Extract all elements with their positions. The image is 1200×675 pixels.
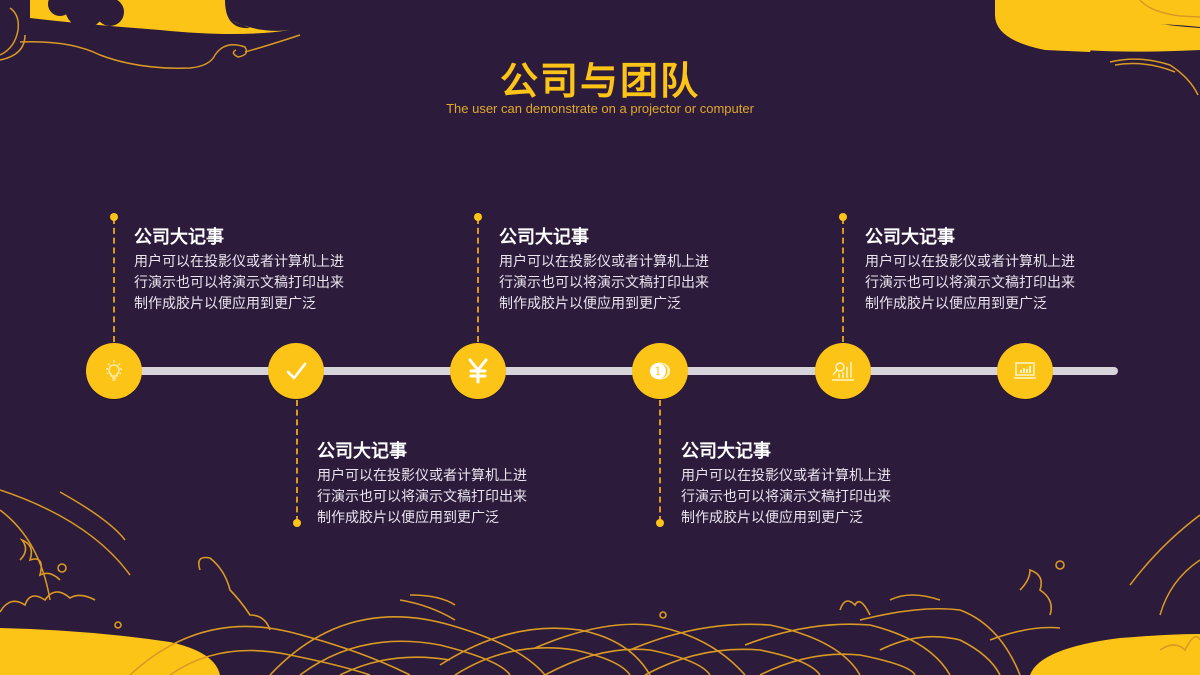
page-subtitle: The user can demonstrate on a projector … (446, 101, 754, 116)
timeline-track (100, 367, 1118, 375)
event-title: 公司大记事 (317, 441, 407, 462)
event-text-line: 行演示也可以将演示文稿打印出来 (317, 489, 527, 505)
lightbulb-icon (102, 359, 126, 383)
timeline-node-2 (268, 343, 324, 399)
event-title: 公司大记事 (134, 227, 224, 248)
event-title: 公司大记事 (681, 441, 771, 462)
event-text-line: 制作成胶片以便应用到更广泛 (134, 296, 316, 312)
event-text-line: 行演示也可以将演示文稿打印出来 (865, 275, 1075, 291)
timeline-node-3 (450, 343, 506, 399)
event-text-line: 制作成胶片以便应用到更广泛 (499, 296, 681, 312)
event-card-2: 公司大记事 用户可以在投影仪或者计算机上进 行演示也可以将演示文稿打印出来 制作… (317, 440, 577, 529)
connector-line (477, 218, 479, 342)
event-card-3: 公司大记事 用户可以在投影仪或者计算机上进 行演示也可以将演示文稿打印出来 制作… (499, 226, 759, 315)
event-text-line: 制作成胶片以便应用到更广泛 (681, 510, 863, 526)
event-text-line: 行演示也可以将演示文稿打印出来 (134, 275, 344, 291)
timeline-node-5 (815, 343, 871, 399)
event-text-line: 用户可以在投影仪或者计算机上进 (134, 254, 344, 270)
event-text-line: 用户可以在投影仪或者计算机上进 (499, 254, 709, 270)
coins-icon: 1 (647, 361, 673, 381)
checkmark-icon (284, 359, 308, 383)
connector-line (659, 400, 661, 522)
event-text-line: 行演示也可以将演示文稿打印出来 (681, 489, 891, 505)
connector-dot (839, 213, 847, 221)
event-card-4: 公司大记事 用户可以在投影仪或者计算机上进 行演示也可以将演示文稿打印出来 制作… (681, 440, 941, 529)
event-text-line: 用户可以在投影仪或者计算机上进 (681, 468, 891, 484)
timeline-node-1 (86, 343, 142, 399)
chart-search-icon (831, 360, 855, 382)
yen-icon (466, 358, 490, 384)
laptop-chart-icon (1013, 361, 1037, 381)
event-card-1: 公司大记事 用户可以在投影仪或者计算机上进 行演示也可以将演示文稿打印出来 制作… (134, 226, 394, 315)
event-title: 公司大记事 (865, 227, 955, 248)
connector-dot (656, 519, 664, 527)
connector-dot (293, 519, 301, 527)
connector-dot (110, 213, 118, 221)
page-title: 公司与团队 (499, 59, 700, 103)
timeline-node-6 (997, 343, 1053, 399)
connector-line (296, 400, 298, 522)
event-text-line: 制作成胶片以便应用到更广泛 (317, 510, 499, 526)
event-text-line: 行演示也可以将演示文稿打印出来 (499, 275, 709, 291)
svg-text:1: 1 (655, 365, 662, 378)
connector-line (842, 218, 844, 342)
event-card-5: 公司大记事 用户可以在投影仪或者计算机上进 行演示也可以将演示文稿打印出来 制作… (865, 226, 1125, 315)
connector-dot (474, 213, 482, 221)
event-text-line: 用户可以在投影仪或者计算机上进 (865, 254, 1075, 270)
event-title: 公司大记事 (499, 227, 589, 248)
connector-line (113, 218, 115, 342)
timeline-node-4: 1 (632, 343, 688, 399)
event-text-line: 用户可以在投影仪或者计算机上进 (317, 468, 527, 484)
event-text-line: 制作成胶片以便应用到更广泛 (865, 296, 1047, 312)
